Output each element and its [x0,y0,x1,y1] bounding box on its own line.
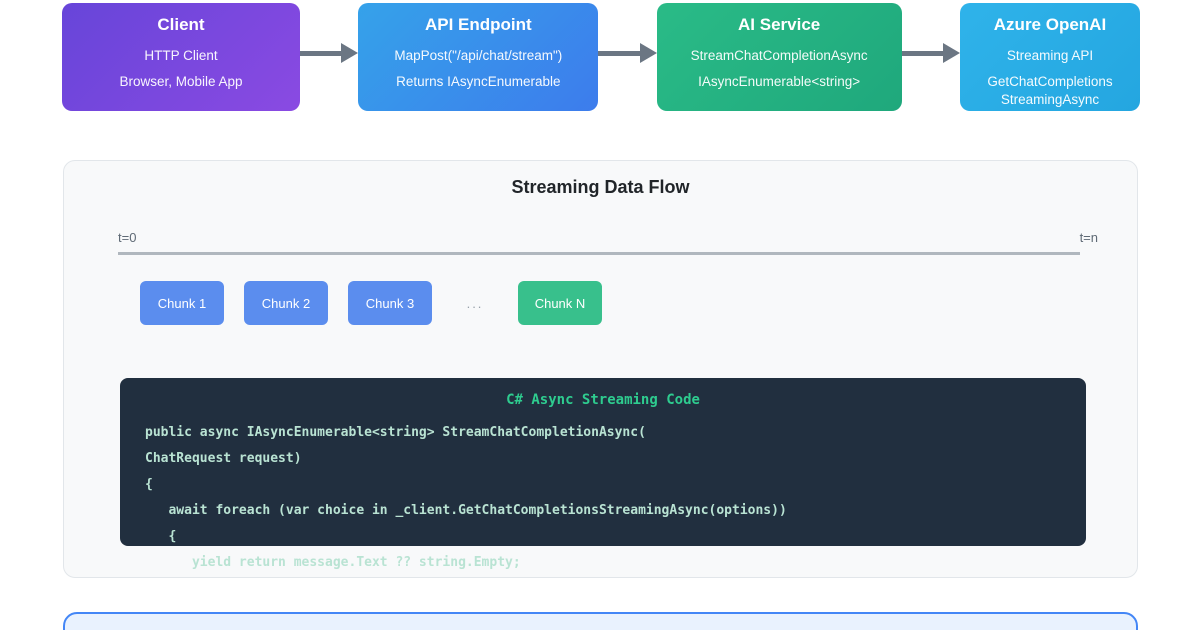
code-line: public async IAsyncEnumerable<string> St… [145,425,646,440]
flow-node-subtitle: Browser, Mobile App [119,74,243,89]
architecture-flow: Client HTTP Client Browser, Mobile App A… [62,3,1140,111]
timeline: t=0 t=n [118,230,1098,255]
chunk-1: Chunk 1 [140,281,224,325]
arrow-head [942,43,960,63]
flow-node-subtitle: Returns IAsyncEnumerable [396,74,561,89]
flow-arrow-icon [598,43,657,63]
chunk-n: Chunk N [518,281,602,325]
flow-node-subtitle: GetChatCompletions StreamingAsync [987,74,1113,107]
flow-node-api-endpoint: API Endpoint MapPost("/api/chat/stream")… [358,3,599,111]
code-line: ChatRequest request) [145,451,302,466]
flow-node-title: AI Service [738,15,821,34]
flow-node-subtitle: MapPost("/api/chat/stream") [394,48,563,63]
code-line-overflow: yield return message.Text ?? string.Empt… [145,555,521,570]
timeline-labels: t=0 t=n [118,230,1098,245]
flow-node-subtitle: HTTP Client [144,48,218,63]
flow-node-subtitle: Streaming API [1006,48,1094,63]
arrow-head [639,43,657,63]
flow-arrow-icon [901,43,960,63]
code-block-title: C# Async Streaming Code [506,392,700,408]
code-line: { [145,477,153,492]
flow-node-title: Azure OpenAI [993,15,1107,34]
flow-node-title: API Endpoint [424,15,532,34]
code-line: { [145,529,177,544]
chunk-2: Chunk 2 [244,281,328,325]
arrow-shaft [598,50,640,56]
flow-node-ai-service: AI Service StreamChatCompletionAsync IAs… [656,3,902,111]
code-line: await foreach (var choice in _client.Get… [145,503,787,518]
chunks-row: Chunk 1 Chunk 2 Chunk 3 ... Chunk N [140,281,1137,325]
code-block: C# Async Streaming Code public async IAs… [120,378,1086,570]
flow-node-subtitle: StreamChatCompletionAsync [690,48,868,63]
arrow-shaft [300,50,342,56]
next-section-panel [63,612,1138,630]
timeline-axis [118,252,1080,255]
timeline-end-label: t=n [1079,230,1098,245]
chunks-ellipsis: ... [466,295,484,311]
arrow-head [341,43,359,63]
flow-node-azure-openai: Azure OpenAI Streaming API GetChatComple… [959,3,1140,111]
flow-node-client: Client HTTP Client Browser, Mobile App [62,3,300,111]
flow-node-title: Client [157,15,205,34]
chunk-3: Chunk 3 [348,281,432,325]
flow-arrow-icon [300,43,359,63]
panel-title: Streaming Data Flow [511,177,690,197]
timeline-start-label: t=0 [118,230,137,245]
arrow-shaft [901,50,943,56]
flow-node-subtitle: IAsyncEnumerable<string> [698,74,861,89]
streaming-data-flow-panel: Streaming Data Flow t=0 t=n Chunk 1 Chun… [63,160,1138,578]
